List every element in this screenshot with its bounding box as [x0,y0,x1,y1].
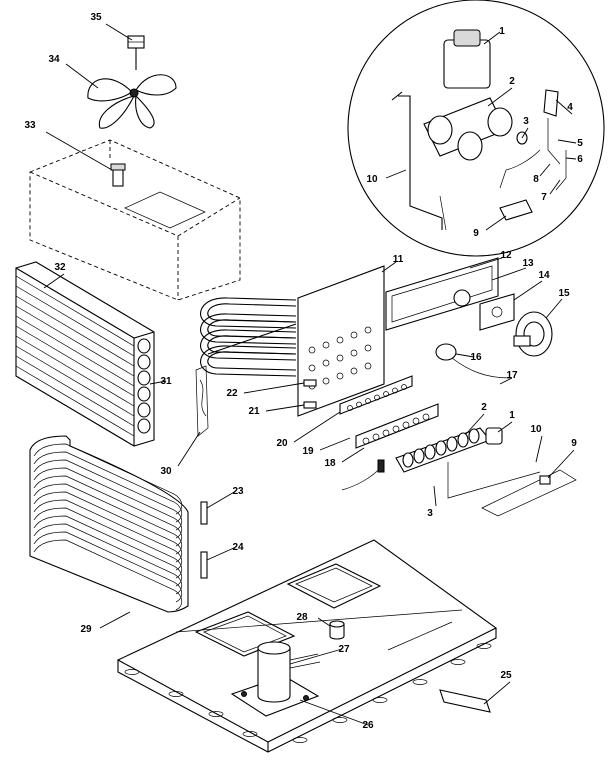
leader-line-34 [65,63,99,89]
callout-12: 12 [500,250,512,261]
callout-21: 21 [248,406,260,417]
callout-34: 34 [48,54,60,65]
leader-line-21 [265,404,305,412]
callout-27: 27 [338,644,350,655]
callout-15: 15 [558,288,570,299]
callout-3: 3 [523,116,529,127]
fan-motor [127,35,145,70]
leader-line-11 [381,261,397,273]
leader-line-5 [557,139,577,144]
callout-18: 18 [324,458,336,469]
callout-31: 31 [160,376,172,387]
leader-line-33 [45,131,113,171]
callout-35: 35 [90,12,102,23]
callout-14: 14 [538,270,550,281]
leader-line-24 [206,546,237,561]
detail-inset [347,0,605,257]
leader-line-23 [206,490,237,509]
leader-line-16 [455,353,475,358]
callout-20: 20 [276,438,288,449]
callout-2b: 2 [481,402,487,413]
heat-exchanger [200,265,385,417]
leader-line-15 [545,298,563,319]
leader-line-8 [539,163,551,177]
leader-line-1 [483,31,501,45]
leader-line-32 [43,273,65,289]
manifold-plate [385,257,499,331]
leader-line-29 [99,611,131,629]
leader-line-20 [293,411,341,443]
callout-8: 8 [533,174,539,185]
leader-line-26 [299,699,369,726]
fan-blade [87,74,177,129]
leader-line-1b [497,421,513,433]
callout-1: 1 [499,26,505,37]
callout-28: 28 [296,612,308,623]
callout-1b: 1 [509,410,515,421]
condenser-coil [15,261,155,447]
callout-29: 29 [80,624,92,635]
callout-9: 9 [473,228,479,239]
gasket [479,293,515,331]
leader-line-2b [465,413,485,435]
callout-4: 4 [567,102,573,113]
leader-line-12 [469,257,503,269]
callout-7: 7 [541,192,547,203]
callout-33: 33 [24,120,36,131]
inducer-blower [513,311,553,357]
callout-3b: 3 [427,508,433,519]
callout-16: 16 [470,352,482,363]
burner-assembly [341,427,577,517]
callout-9b: 9 [571,438,577,449]
leader-line-3b [433,485,437,507]
leader-line-30 [177,431,201,467]
burner-rail [303,375,439,449]
callout-11: 11 [393,254,404,265]
leader-line-9 [485,215,507,231]
callout-6: 6 [577,154,583,165]
callout-23: 23 [232,486,244,497]
callout-5: 5 [577,138,583,149]
callout-19: 19 [302,446,314,457]
leader-line-17 [499,377,513,385]
callout-2: 2 [509,76,515,87]
leader-line-31 [149,380,167,385]
callout-25: 25 [500,670,512,681]
callout-26: 26 [362,720,374,731]
outdoor-coil [29,435,189,613]
fan-housing [29,139,241,301]
leader-line-4 [555,99,573,115]
leader-line-6 [565,157,577,160]
callout-32: 32 [54,262,66,273]
callout-10b: 10 [530,424,542,435]
callout-17: 17 [506,370,518,381]
leader-line-7 [549,179,561,195]
leader-line-22 [243,382,305,394]
leader-line-10 [385,169,407,179]
leader-line-13 [491,267,527,281]
leader-line-19 [319,437,351,451]
leader-line-25 [483,681,511,705]
callout-13: 13 [522,258,534,269]
compressor [230,641,321,717]
leader-line-10b [535,435,543,463]
leader-line-18 [341,447,365,463]
leader-line-35 [105,23,133,41]
callout-24: 24 [232,542,244,553]
callout-30: 30 [160,466,172,477]
rail-25 [439,689,491,713]
bracket [195,365,209,579]
leader-line-28 [317,617,331,627]
leader-line-3 [521,127,529,139]
leader-line-14 [513,280,543,301]
leader-line-27 [289,648,343,665]
leader-line-9b [547,449,575,479]
accumulator [329,620,345,640]
callout-10: 10 [366,174,378,185]
limit-switch [435,343,511,379]
callout-22: 22 [226,388,238,399]
leader-line-2 [487,87,513,107]
